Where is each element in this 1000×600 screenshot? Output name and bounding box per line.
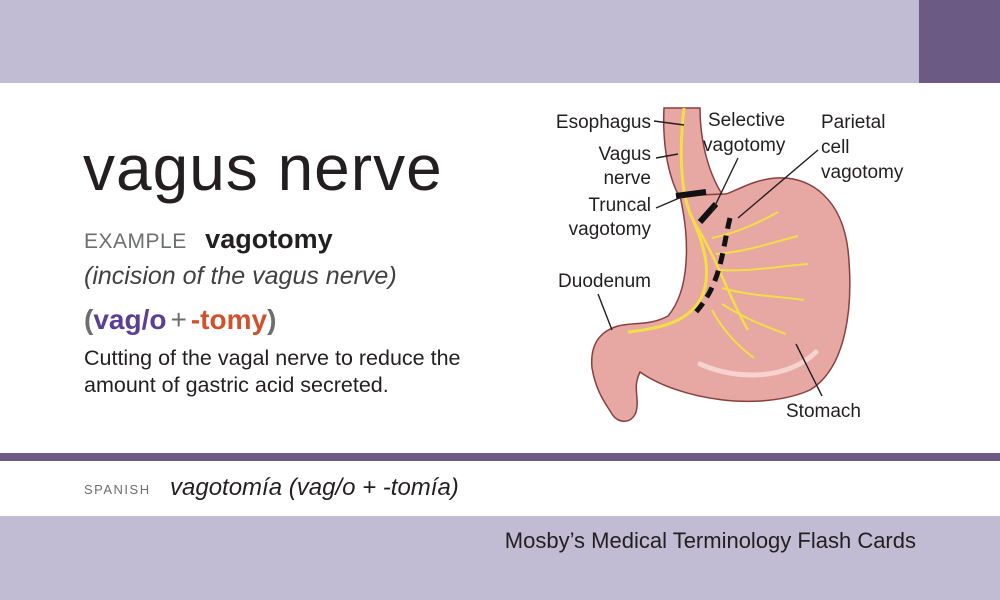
label-parietal-cell-vagotomy-line2: cell (821, 137, 850, 158)
stomach-illustration: Esophagus Vagus nerve Truncal vagotomy D… (556, 107, 904, 422)
word-suffix: -tomy (190, 304, 268, 335)
label-truncal-vagotomy-line1: Truncal (588, 195, 651, 216)
leader-lines (597, 120, 823, 397)
label-esophagus: Esophagus (556, 112, 651, 133)
label-duodenum: Duodenum (558, 271, 651, 292)
term-title: vagus nerve (83, 132, 443, 204)
gastric-nerve-branches (711, 211, 809, 359)
truncal-cut-mark (675, 189, 707, 199)
header-band (0, 0, 1000, 83)
label-parietal-cell-vagotomy-line1: Parietal (821, 112, 885, 133)
word-root: vag/o (93, 304, 167, 335)
corner-accent-block (919, 0, 1000, 83)
label-stomach: Stomach (786, 401, 861, 422)
parietal-cut-mark (694, 217, 733, 314)
stomach-highlight (697, 349, 819, 378)
word-parts-open-paren: ( (84, 304, 94, 335)
section-divider (0, 453, 1000, 461)
spanish-label: SPANISH (84, 482, 151, 497)
label-truncal-vagotomy-line2: vagotomy (569, 219, 652, 240)
spanish-translation: vagotomía (vag/o + -tomía) (170, 474, 459, 501)
vagus-nerve-branch (692, 221, 750, 331)
vagus-nerve-trunk (627, 107, 709, 334)
example-label: EXAMPLE (84, 230, 187, 253)
label-selective-vagotomy-line1: Selective (708, 110, 785, 131)
label-vagus-nerve-line1: Vagus (599, 144, 651, 165)
footer-band (0, 516, 1000, 600)
example-definition: (incision of the vagus nerve) (84, 262, 397, 290)
label-vagus-nerve-line2: nerve (603, 168, 651, 189)
selective-cut-mark (697, 202, 719, 224)
description: Cutting of the vagal nerve to reduce the… (84, 346, 461, 397)
label-selective-vagotomy-line2: vagotomy (703, 135, 786, 156)
footer-title: Mosby’s Medical Terminology Flash Cards (504, 528, 916, 553)
example-line: EXAMPLE vagotomy (84, 224, 333, 259)
word-parts-close-paren: ) (267, 304, 277, 335)
word-parts-plus: + (170, 304, 187, 335)
label-parietal-cell-vagotomy-line3: vagotomy (821, 162, 904, 183)
example-word: vagotomy (205, 224, 333, 254)
word-parts: (vag/o+-tomy) (84, 304, 276, 336)
